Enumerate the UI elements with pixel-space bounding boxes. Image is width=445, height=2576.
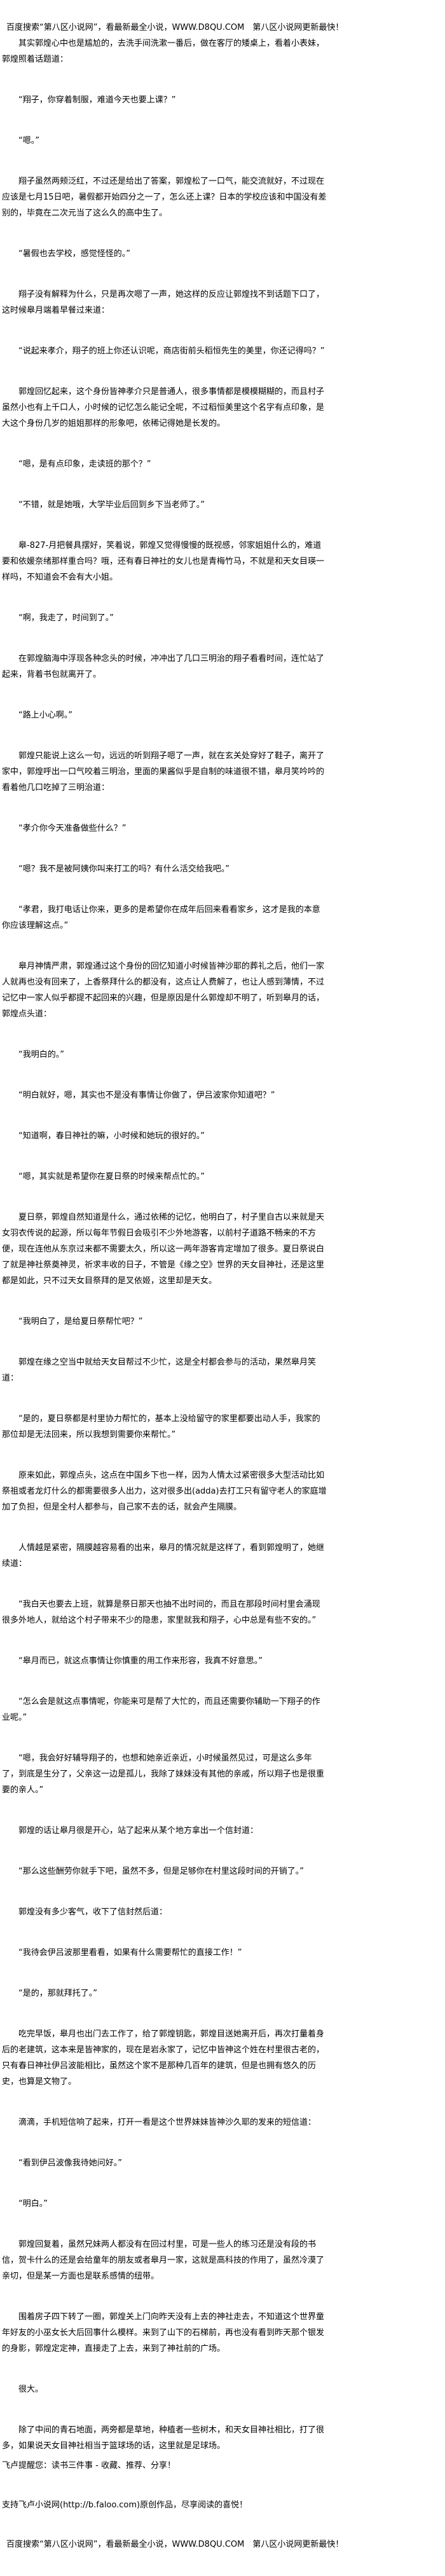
paragraph: “嗯。”: [18, 136, 39, 146]
paragraph: “明白就好，嗯，其实也不是没有事情让你做了，伊吕波家你知道吧？”: [18, 1091, 275, 1100]
paragraph: “那么这些酬劳你就手下吧，虽然不多，但是足够你在村里这段时间的开销了。”: [18, 1867, 304, 1876]
paragraph: “啊，我走了，时间到了。”: [18, 613, 114, 623]
paragraph: “皋月而已，就这点事情让你慎重的用工作来形容，我真不好意思。”: [18, 1656, 263, 1666]
paragraph: “我明白了，是给夏日祭帮忙吧？”: [18, 1317, 143, 1326]
paragraph: 在郭煌脑海中浮现各种念头的时候，冲冲出了几口三明治的翔子看看时间，连忙站了起来，…: [2, 654, 325, 679]
paragraph: “是的，那就拜托了。”: [18, 1989, 97, 1998]
paragraph: 围着房子四下转了一圈，郭煌关上门向昨天没有上去的神社走去，不知道这个世界童年好友…: [2, 2312, 325, 2354]
paragraph: 郭煌回忆起来，这个身份皆神孝介只是普通人，很多事情都是模模糊糊的，而且村子虽然小…: [2, 387, 325, 428]
paragraph: “不错，就是她哦，大学毕业后回到乡下当老师了。”: [18, 500, 205, 510]
paragraph: 原来如此，郭煌点头，这点在中国乡下也一样，因为人情太过紧密很多大型活动比如祭祖或…: [2, 1471, 327, 1512]
paragraph: “知道啊，春日神社的嘛，小时候和她玩的很好的。”: [18, 1131, 205, 1141]
chapter-content: 百度搜索“第八区小说网”，看最新最全小说，WWW.D8QU.COM 第八区小说网…: [2, 20, 344, 2479]
paragraph: 皋月神情严肃，郭煌通过这个身份的回忆知道小时候皆神沙耶的葬礼之后，他们一家人就再…: [2, 962, 325, 1019]
paragraph: “看到伊吕波像我待她问好。”: [18, 2158, 122, 2168]
paragraph: “我待会伊吕波那里看看，如果有什么需要帮忙的直接工作！”: [18, 1948, 242, 1958]
paragraph: “是的，夏日祭都是村里协力帮忙的，基本上没给留守的家里都要出动人手，我家的那位却…: [2, 1414, 320, 1440]
paragraph: “嗯，我会好好辅导翔子的，也想和她亲近亲近，小时候虽然见过，可是这么多年了，到底…: [2, 1754, 325, 1795]
paragraph: “怎么会是就这点事情呢，你能来可是帮了大忙的，而且还需要你辅助一下翔子的作业呢。…: [2, 1697, 320, 1722]
paragraph: “明白。”: [18, 2199, 48, 2209]
paragraph: 很大。: [18, 2385, 44, 2394]
paragraph: 郭煌在缘之空当中就给天女目帮过不少忙，这是全村都会参与的活动，果然皋月笑道：: [2, 1358, 317, 1383]
paragraph: 郭煌的话让皋月很是开心，站了起来从某个地方拿出一个信封道：: [18, 1826, 259, 1836]
chapter-body: 其实郭煌心中也是尴尬的，去洗手间洗漱一番后，做在客厅的矮桌上，看着小表妹，郭煌照…: [2, 36, 327, 2454]
paragraph: 皋-827-月把餐具摆好，笑着说，郭煌又觉得慢慢的既视感，邻家姐姐什么的，难道要…: [2, 541, 325, 582]
paragraph: 翔子虽然两颊泛红，不过还是给出了答案，郭煌松了一口气，能交流就好，不过现在应该是…: [2, 177, 327, 218]
site-banner-bottom: 百度搜索“第八区小说网”，看最新最全小说，WWW.D8QU.COM 第八区小说网…: [6, 2540, 344, 2549]
paragraph: 郭煌只能说上这么一句，远远的听到翔子嗯了一声，就在玄关处穿好了鞋子，离开了家中，…: [2, 751, 325, 793]
paragraph: “嗯，其实就是希望你在夏日祭的时候来帮点忙的。”: [18, 1172, 205, 1182]
paragraph: 吃完早饭，皋月也出门去工作了，给了郭煌钥匙，郭煌目送她离开后，再次打量着身后的老…: [2, 2029, 325, 2087]
paragraph: 滴滴，手机短信响了起来，打开一看是这个世界妹妹皆神沙久耶的发来的短信道：: [18, 2118, 317, 2127]
paragraph: “我白天也要去上班，就算是祭日那天也抽不出时间的，而且在那段时间村里会涌现很多外…: [2, 1600, 320, 1625]
paragraph: “孝介你今天准备做些什么？”: [18, 824, 127, 833]
site-banner-top: 百度搜索“第八区小说网”，看最新最全小说，WWW.D8QU.COM 第八区小说网…: [6, 23, 344, 32]
paragraph: “说起来孝介，翔子的班上你还认识呢，商店街前头稻恒先生的美里，你还记得吗？”: [18, 346, 325, 356]
paragraph: 人情越是紧密，隔膜越容易看的出来，皋月的情况就是这样了，看到郭煌明了，她继续道：: [2, 1543, 325, 1569]
paragraph: “翔子，你穿着制服，难道今天也要上课？”: [18, 95, 176, 105]
paragraph: “路上小心啊。”: [18, 711, 72, 720]
paragraph: “暑假也去学校，感觉怪怪的。”: [18, 249, 130, 259]
footer-reminder: 飞卢提醒您：读书三件事 - 收藏、推荐、分享！: [2, 2461, 175, 2470]
paragraph: “嗯，是有点印象，走读班的那个？”: [18, 460, 151, 469]
paragraph: 郭煌没有多少客气，收下了信封然后道：: [18, 1907, 168, 1917]
page-footer: 飞卢提醒您：读书三件事 - 收藏、推荐、分享！ 支持飞卢小说网(http://b…: [2, 2458, 441, 2576]
paragraph: 夏日祭，郭煌自然知道是什么，通过依稀的记忆，他明白了，村子里自古以来就是天女羽衣…: [2, 1213, 325, 1286]
paragraph: “孝君，我打电话让你来，更多的是希望你在成年后回来看看家乡，这才是我的本意你应该…: [2, 905, 320, 930]
paragraph: 其实郭煌心中也是尴尬的，去洗手间洗漱一番后，做在客厅的矮桌上，看着小表妹，郭煌照…: [2, 39, 325, 64]
paragraph: 翔子没有解释为什么，只是再次嗯了一声，她这样的反应让郭煌找不到话题下口了，这时候…: [2, 290, 325, 315]
paragraph: “嗯？我不是被阿姨你叫来打工的吗？有什么活交给我吧。”: [18, 864, 229, 874]
paragraph: 郭煌回复着，虽然兄妹两人都没有在回过村里，可是一些人的练习还是没有段的书信，贺卡…: [2, 2240, 325, 2281]
paragraph: 除了中间的青石地面，两旁都是草地，种植者一些树木，和天女目神社相比，打了很多，如…: [2, 2425, 325, 2451]
footer-support-note: 支持飞卢小说网(http://b.faloo.com)原创作品，尽享阅读的喜悦！: [2, 2500, 248, 2510]
paragraph: “我明白的。”: [18, 1050, 64, 1060]
